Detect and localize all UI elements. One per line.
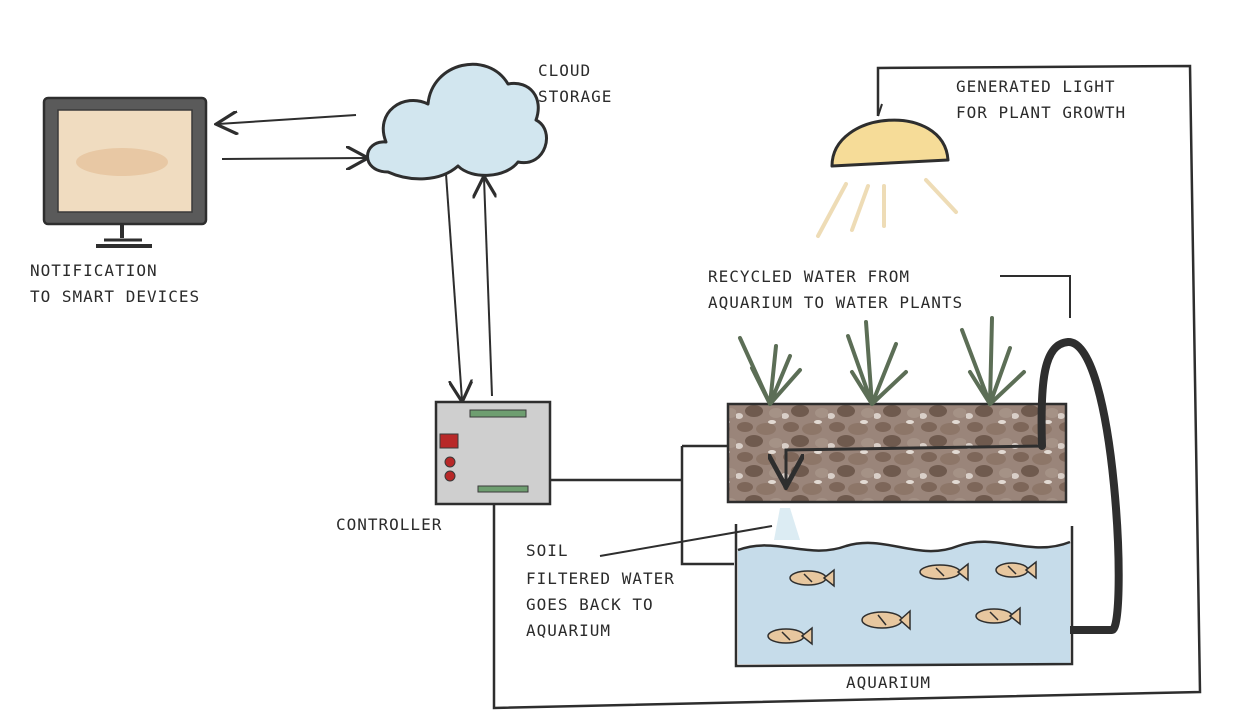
light-label-line: GENERATED LIGHT (956, 77, 1116, 96)
drip-icon (774, 508, 800, 540)
notification-label: NOTIFICATION TO SMART DEVICES (30, 258, 200, 310)
soil-label-text: SOIL (526, 541, 569, 560)
monitor-icon (42, 96, 208, 248)
monitor-to-cloud-arrow (221, 158, 366, 159)
fish-icon (861, 609, 911, 631)
light-label-line: FOR PLANT GROWTH (956, 103, 1127, 122)
aquarium-tank (734, 524, 1074, 668)
cloud-to-controller-arrow (445, 173, 462, 400)
recycled-water-label: RECYCLED WATER FROM AQUARIUM TO WATER PL… (708, 264, 963, 316)
cloud-label-line: STORAGE (538, 87, 613, 106)
fish-icon (767, 626, 813, 646)
lamp-icon (816, 103, 958, 238)
controller-to-cloud-arrow (484, 178, 492, 397)
fish-icon (919, 562, 969, 582)
soil-label: SOIL (526, 538, 569, 564)
plant-icon (738, 316, 1026, 406)
fish-icon (789, 568, 835, 588)
cloud-label-line: CLOUD (538, 61, 592, 80)
cloud-to-monitor-arrow (218, 115, 357, 124)
fish-icon (975, 606, 1021, 626)
controller-icon (434, 400, 552, 506)
light-label: GENERATED LIGHT FOR PLANT GROWTH (956, 74, 1126, 126)
recycled-callout-line (1000, 275, 1071, 318)
cloud-icon (366, 62, 548, 181)
notification-label-line: TO SMART DEVICES (30, 287, 201, 306)
filtered-label-line: GOES BACK TO (526, 595, 654, 614)
filtered-label-line: FILTERED WATER (526, 569, 675, 588)
aquarium-label: AQUARIUM (846, 670, 931, 696)
soil-callout-line (599, 525, 773, 557)
notification-label-line: NOTIFICATION (30, 261, 158, 280)
controller-label: CONTROLLER (336, 512, 442, 538)
cloud-storage-label: CLOUD STORAGE (538, 58, 612, 110)
filtered-label-line: AQUARIUM (526, 621, 612, 640)
filtered-water-label: FILTERED WATER GOES BACK TO AQUARIUM (526, 566, 675, 644)
controller-cables (492, 64, 1202, 710)
recycled-label-line: RECYCLED WATER FROM (708, 267, 911, 286)
fish-icon (995, 560, 1037, 580)
recycled-label-line: AQUARIUM TO WATER PLANTS (708, 293, 964, 312)
fish-group (767, 560, 1037, 646)
controller-label-text: CONTROLLER (336, 515, 443, 534)
aquarium-label-text: AQUARIUM (846, 673, 932, 692)
soil-bed (726, 402, 1068, 504)
